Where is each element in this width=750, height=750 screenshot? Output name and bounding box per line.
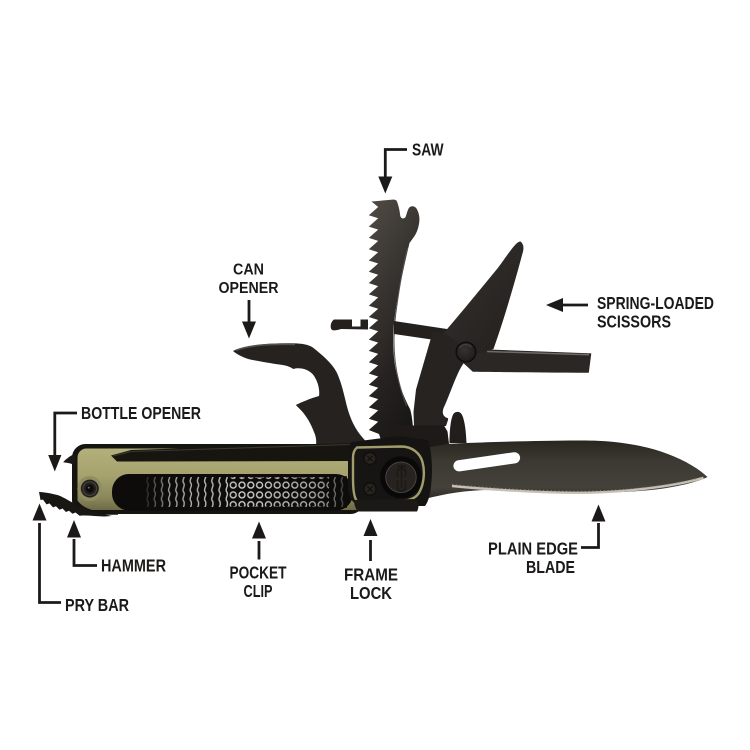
svg-text:SPRING-LOADED: SPRING-LOADED [597,293,714,313]
svg-text:POCKET: POCKET [230,563,287,583]
svg-text:HAMMER: HAMMER [101,556,166,576]
svg-text:CLIP: CLIP [244,581,273,601]
svg-text:CAN: CAN [233,262,264,279]
svg-text:FRAME: FRAME [344,565,398,585]
svg-text:OPENER: OPENER [219,280,279,297]
svg-text:SCISSORS: SCISSORS [597,312,671,332]
svg-text:BOTTLE OPENER: BOTTLE OPENER [81,403,201,423]
svg-text:BLADE: BLADE [526,557,575,577]
svg-text:PRY BAR: PRY BAR [65,595,129,615]
svg-text:SAW: SAW [412,140,444,160]
svg-text:LOCK: LOCK [350,583,392,603]
svg-text:PLAIN EDGE: PLAIN EDGE [488,539,578,559]
